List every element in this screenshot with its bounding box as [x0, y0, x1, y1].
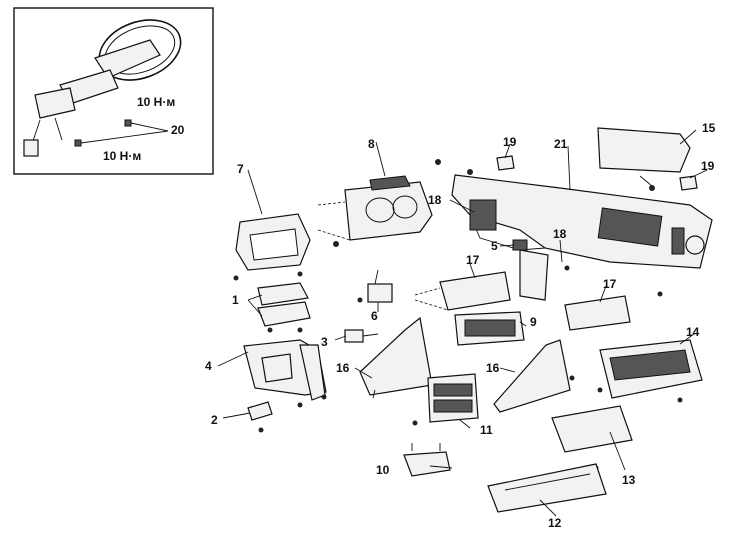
callout-6: 6	[371, 309, 378, 323]
callout-7: 7	[237, 162, 244, 176]
dashboard-main-panel	[451, 174, 713, 301]
callout-9: 9	[530, 315, 537, 329]
callout-18-right: 18	[553, 227, 567, 241]
lower-tray	[487, 463, 607, 513]
glove-box-housing	[597, 339, 703, 403]
heater-control-panel	[454, 311, 525, 346]
callout-11: 11	[480, 423, 493, 437]
audio-unit	[412, 373, 479, 426]
switch-5	[512, 239, 528, 251]
callout-1: 1	[232, 293, 239, 307]
callout-13: 13	[622, 473, 636, 487]
callout-2: 2	[211, 413, 218, 427]
callout-17-right: 17	[603, 277, 617, 291]
side-panel-right	[493, 339, 575, 413]
cluster-bezel	[233, 213, 311, 281]
airbag-module	[597, 127, 691, 191]
callout-19-left: 19	[503, 135, 517, 149]
steering-column-inset: 10 Н·м 20 10 Н·м	[13, 7, 214, 175]
callout-17-left: 17	[466, 253, 480, 267]
callout-16-right: 16	[486, 361, 500, 375]
vent-grille-left	[496, 155, 515, 171]
callout-21: 21	[554, 137, 568, 151]
steering-column-covers	[257, 282, 311, 333]
callout-15: 15	[702, 121, 716, 135]
callout-14: 14	[686, 325, 700, 339]
connector-part	[344, 329, 379, 343]
callout-12: 12	[548, 516, 562, 530]
callout-18-left: 18	[428, 193, 442, 207]
instrument-cluster	[317, 175, 433, 247]
callout-3: 3	[321, 335, 328, 349]
vent-grille-right	[679, 175, 698, 191]
bracket-left	[414, 271, 511, 311]
callout-8: 8	[368, 137, 375, 151]
side-panel-left	[359, 316, 433, 399]
inset-torque-upper: 10 Н·м	[137, 95, 175, 109]
inset-torque-lower: 10 Н·м	[103, 149, 141, 163]
steering-wheel-drawing	[23, 19, 182, 157]
knee-cover	[247, 401, 273, 433]
callout-5: 5	[491, 239, 498, 253]
glove-box-lid	[551, 405, 633, 471]
leader-lines	[217, 129, 708, 517]
callout-10: 10	[376, 463, 390, 477]
callout-16-left: 16	[336, 361, 350, 375]
coin-tray	[403, 443, 451, 477]
switch-assembly	[357, 269, 393, 303]
bracket-right	[564, 295, 631, 331]
callout-4: 4	[205, 359, 212, 373]
callout-19-right: 19	[701, 159, 715, 173]
callout-labels: 7 8 1 6 3 4 2 16 9 16 11 10 12 13 14 15 …	[205, 121, 716, 530]
lower-panel-driver	[243, 339, 327, 408]
inset-label-20: 20	[171, 123, 185, 137]
